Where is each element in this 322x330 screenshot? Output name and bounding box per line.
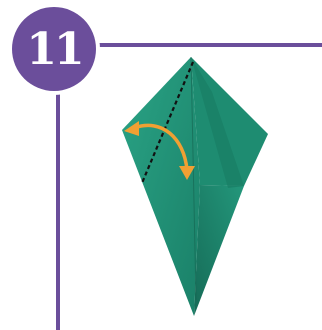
step-number-badge: 11 [12, 7, 96, 91]
paper-left-face [122, 57, 200, 316]
paper-right-face [194, 185, 244, 316]
step-number: 11 [26, 28, 81, 72]
origami-paper [122, 57, 268, 316]
